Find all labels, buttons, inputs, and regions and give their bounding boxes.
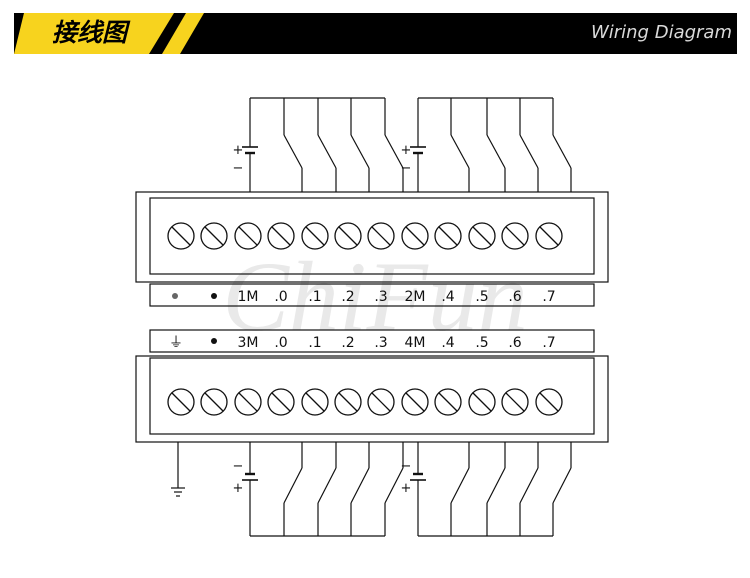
upper-screw-terminal [434,222,462,250]
upper-screw-terminal [401,222,429,250]
upper-terminal-strip [149,197,595,275]
upper-terminal-label: .6 [508,289,521,305]
lower-terminal-label: .0 [274,335,287,351]
lower-screw-terminal [334,388,362,416]
lower-screw-terminal [535,388,563,416]
lower-screw-terminal [200,388,228,416]
lower-screw-terminal [234,388,262,416]
upper-terminal-label: 2M [405,289,426,305]
switch-icon [317,98,337,192]
page-subtitle: Wiring Diagram [590,22,732,43]
upper-terminal-label: .5 [475,289,488,305]
lower-screw-terminal [434,388,462,416]
supply-minus-label: − [233,161,244,176]
upper-indicator-dot-2 [211,293,217,299]
upper-screw-terminal [501,222,529,250]
slash-accent [162,13,204,54]
upper-terminal-label: 1M [238,289,259,305]
switch-icon [552,98,572,192]
upper-screw-terminal [535,222,563,250]
lower-terminal-strip [149,357,595,435]
lower-terminal-label: .5 [475,335,488,351]
lower-indicator-dot [211,338,217,344]
switch-icon [384,98,404,192]
upper-terminal-block [135,191,609,283]
upper-screw-terminal [367,222,395,250]
supply-minus-label: − [233,459,244,474]
switch-icon [519,442,539,536]
lower-label-strip [149,329,595,353]
upper-label-strip [149,283,595,307]
ground-wire [171,442,185,497]
switch-icon [350,98,370,192]
upper-screw-terminal [200,222,228,250]
lower-terminal-label: .6 [508,335,521,351]
lower-screw-terminal [468,388,496,416]
header-tag [14,13,204,54]
watermark: ChiFun [222,241,528,352]
upper-terminal-label: .0 [274,289,287,305]
supply-plus-label: + [233,481,244,496]
switch-icon [450,98,470,192]
lower-terminal-label: .7 [542,335,555,351]
lower-screw-terminal [401,388,429,416]
lower-wiring: − + − + [233,442,572,537]
upper-terminal-labels: 1M .0 .1 .2 .3 2M .4 .5 .6 .7 [238,289,556,305]
switch-icon [283,442,303,536]
upper-screw-terminal [468,222,496,250]
lower-terminal-block [135,355,609,443]
switch-icon [450,442,470,536]
switch-icon [486,442,506,536]
switch-icon [552,442,572,536]
upper-terminal-label: .4 [441,289,454,305]
lower-terminal-label: 3M [238,335,259,351]
switch-icon [384,442,404,536]
title-tag-background [14,13,174,54]
supply-minus-label: − [401,161,412,176]
lower-screw-terminal [367,388,395,416]
lower-terminal-label: .2 [341,335,354,351]
upper-terminal-label: .3 [374,289,387,305]
upper-screws [167,222,563,250]
lower-screw-terminal [267,388,295,416]
upper-screw-terminal [267,222,295,250]
lower-terminal-labels: 3M .0 .1 .2 .3 4M .4 .5 .6 .7 [238,335,556,351]
upper-screw-terminal [334,222,362,250]
page-title: 接线图 [52,18,128,47]
switch-icon [519,98,539,192]
switch-icon [350,442,370,536]
upper-terminal-label: .2 [341,289,354,305]
switch-icon [486,98,506,192]
upper-screw-terminal [301,222,329,250]
upper-wiring: + − + − [233,97,572,192]
upper-screw-terminal [167,222,195,250]
supply-plus-label: + [233,143,244,158]
lower-screw-terminal [501,388,529,416]
supply-plus-label: + [401,481,412,496]
switch-icon [283,98,303,192]
upper-terminal-label: .1 [308,289,321,305]
ground-icon: ⏚ [169,335,183,351]
upper-screw-terminal [234,222,262,250]
lower-screw-terminal [301,388,329,416]
lower-screws [167,388,563,416]
lower-terminal-label: .4 [441,335,454,351]
lower-terminal-label: 4M [405,335,426,351]
upper-terminal-label: .7 [542,289,555,305]
supply-plus-label: + [401,143,412,158]
supply-minus-label: − [401,459,412,474]
switch-icon [317,442,337,536]
lower-terminal-label: .3 [374,335,387,351]
lower-terminal-label: .1 [308,335,321,351]
lower-screw-terminal [167,388,195,416]
upper-indicator-dot [172,293,178,299]
